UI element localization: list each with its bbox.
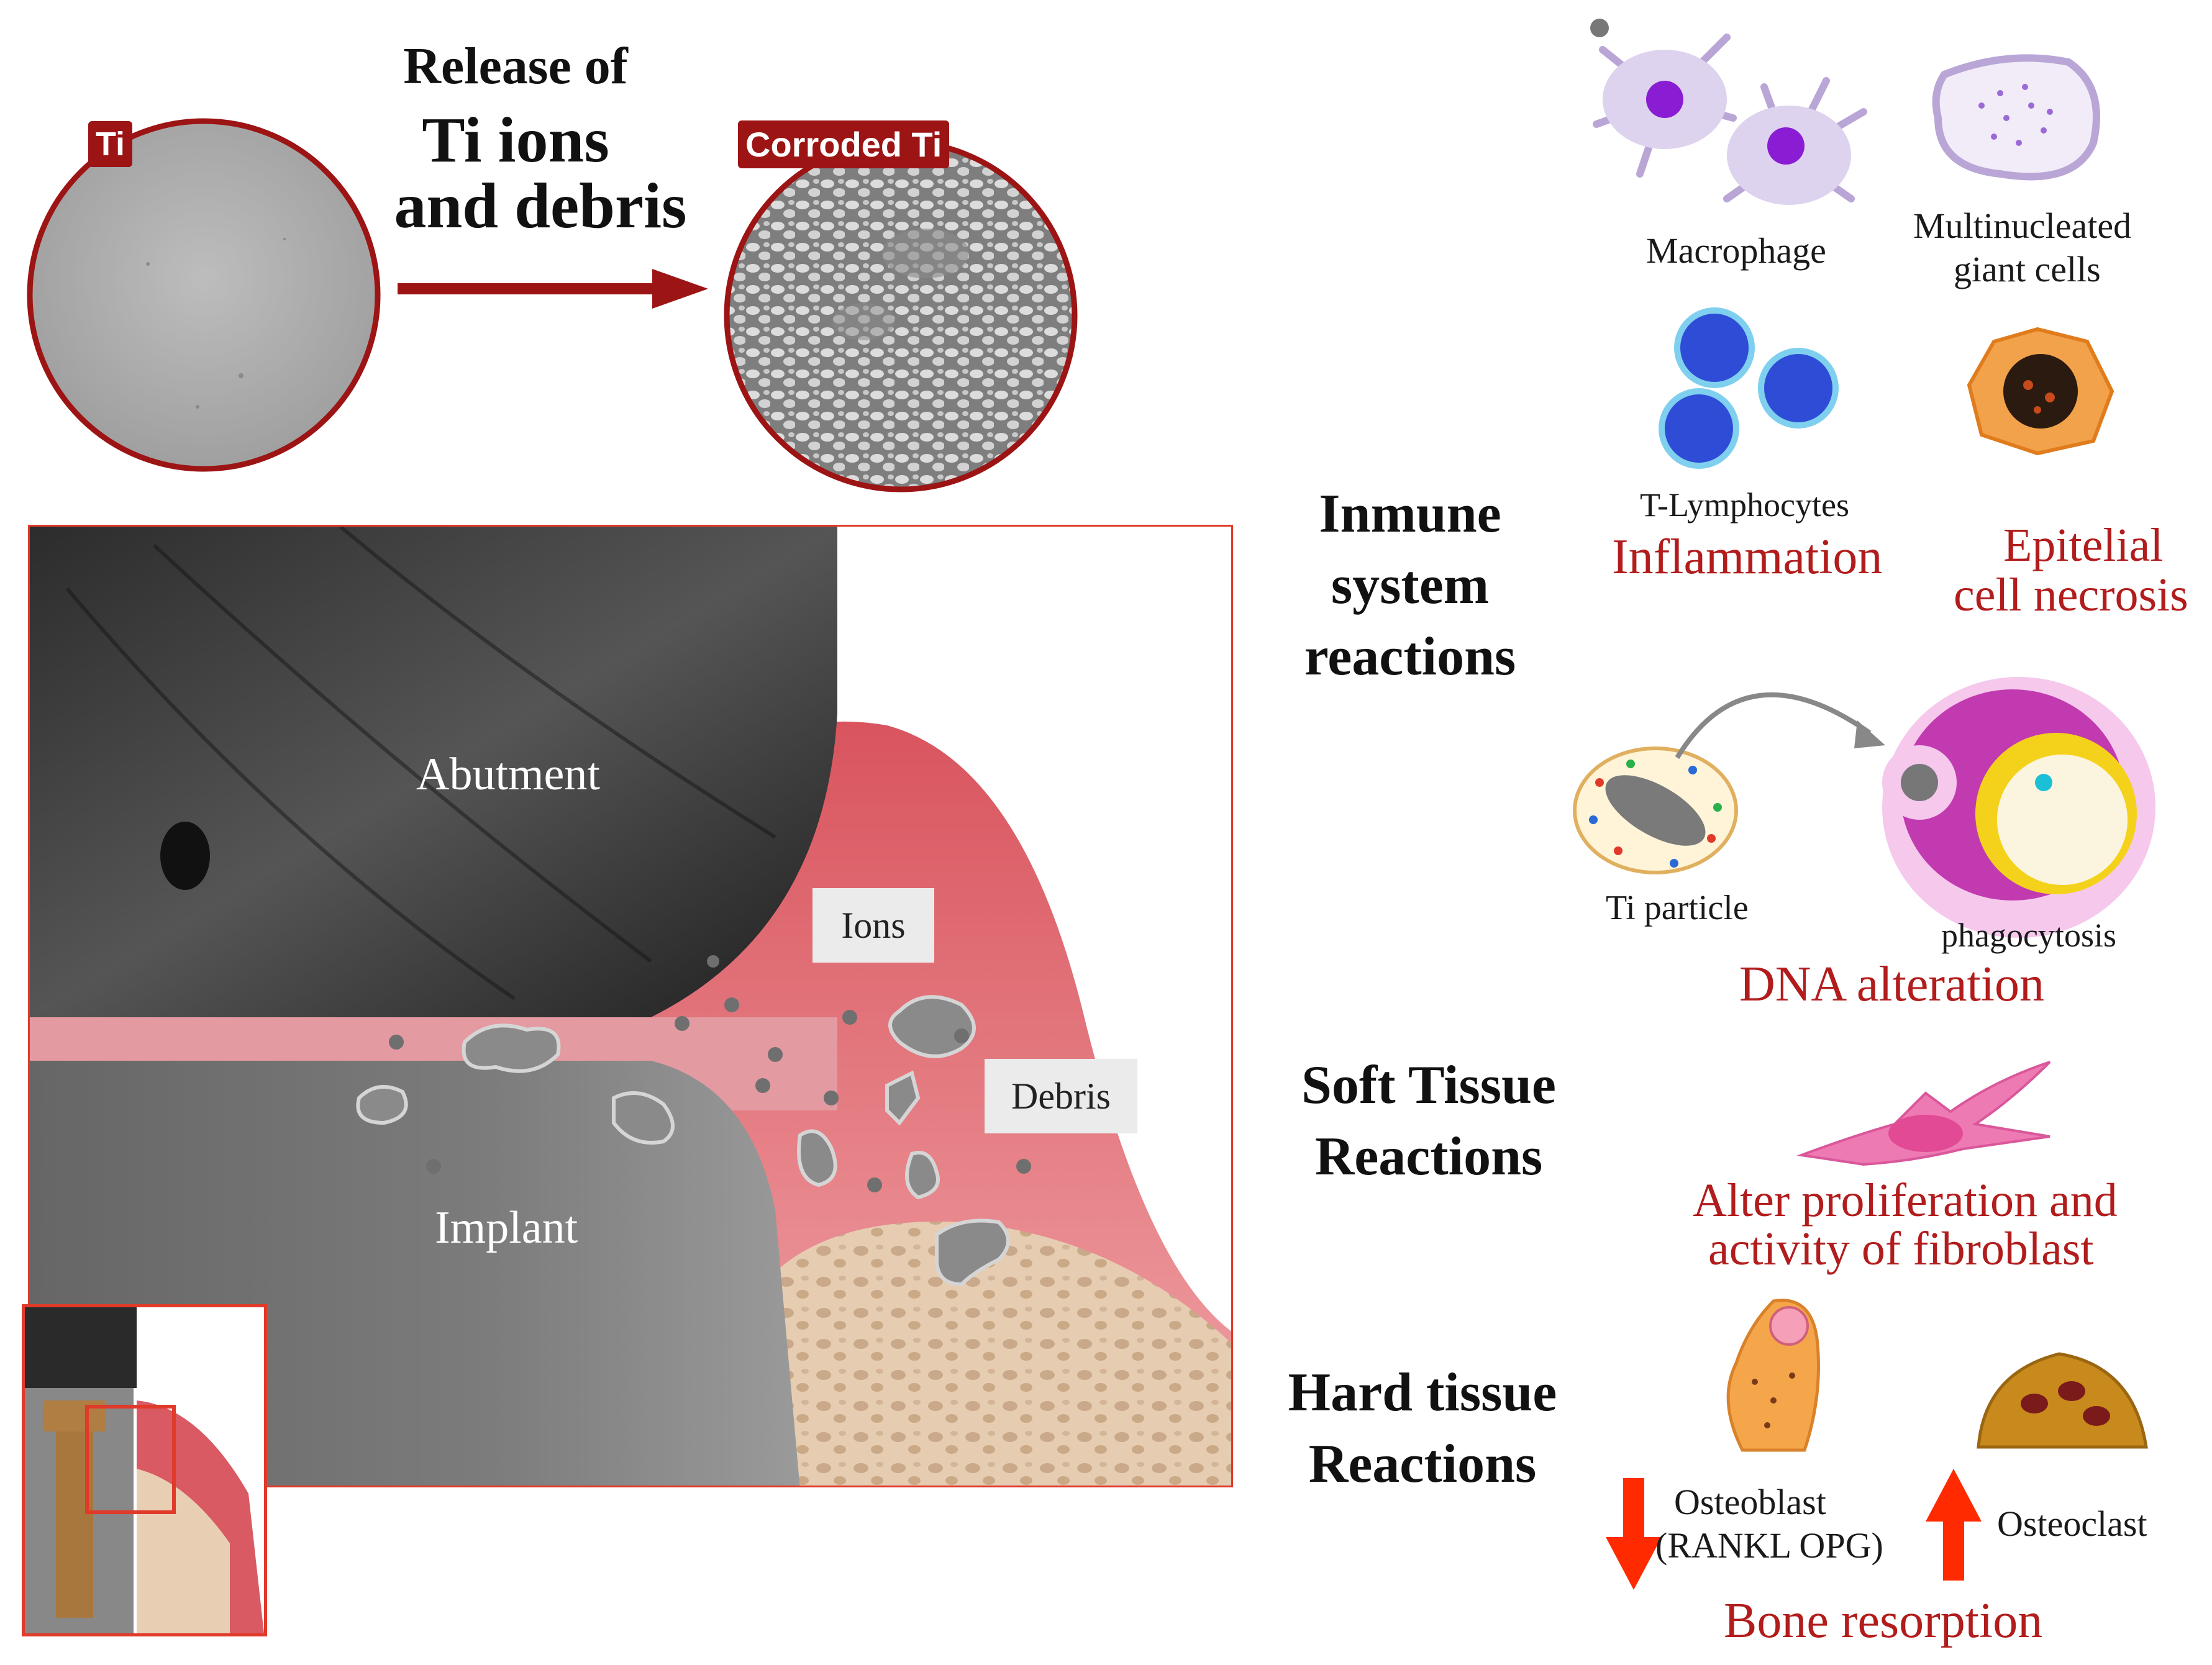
- label-t-lymphocytes: T-Lymphocytes: [1640, 486, 1849, 524]
- ti-particle-icon: [1573, 746, 1738, 874]
- label-fibroblast-l2: activity of fibroblast: [1708, 1223, 2094, 1275]
- arrow-down-icon: [1606, 1478, 1662, 1590]
- heading-soft-l2: Reactions: [1314, 1127, 1543, 1187]
- arrow-up-icon: [1926, 1469, 1982, 1581]
- heading-immune-l3: reactions: [1304, 627, 1516, 687]
- label-fibroblast-l1: Alter proliferation and: [1693, 1174, 2118, 1227]
- label-ions: Ions: [812, 888, 934, 963]
- phagocyte-icon: [1882, 677, 2155, 938]
- label-epitelial-l1: Epitelial: [2003, 519, 2164, 571]
- release-title-line1: Release of: [403, 37, 628, 95]
- label-osteoblast: Osteoblast: [1674, 1482, 1826, 1522]
- label-giant-cells-l2: giant cells: [1954, 249, 2101, 289]
- tag-ti: Ti: [88, 121, 133, 167]
- label-implant: Implant: [435, 1202, 578, 1253]
- release-title-line3: and debris: [394, 170, 687, 242]
- phagocytosis-arrow: [1675, 692, 1885, 760]
- giant-cell-icon: [1932, 54, 2100, 181]
- tag-corroded-ti: Corroded Ti: [738, 120, 950, 168]
- label-phagocytosis: phagocytosis: [1941, 917, 2116, 954]
- heading-soft-l1: Soft Tissue: [1301, 1055, 1556, 1115]
- label-osteoclast: Osteoclast: [1997, 1504, 2147, 1544]
- fibroblast-icon: [1796, 1061, 2051, 1166]
- necrotic-cell-icon: [1967, 327, 2114, 456]
- osteoblast-icon: [1726, 1299, 1820, 1452]
- heading-immune-l2: system: [1331, 555, 1490, 615]
- label-epitelial-l2: cell necrosis: [1954, 569, 2188, 621]
- osteoclast-icon: [1977, 1352, 2148, 1449]
- label-inflammation: Inflammation: [1612, 530, 1883, 584]
- label-ti-particle: Ti particle: [1606, 889, 1749, 927]
- corroded-ti-circle: [721, 135, 1081, 496]
- ti-surface-circle: [24, 115, 384, 475]
- macrophage-icon: [1590, 19, 1867, 205]
- release-arrow: [398, 269, 708, 309]
- implant-scene: [28, 525, 1233, 1487]
- label-macrophage: Macrophage: [1646, 230, 1826, 271]
- heading-immune-l1: Inmune: [1319, 484, 1501, 544]
- label-debris: Debris: [985, 1059, 1137, 1133]
- label-giant-cells-l1: Multinucleated: [1913, 206, 2132, 246]
- release-title-line2: Ti ions: [422, 104, 609, 176]
- implant-inset: [22, 1304, 267, 1636]
- t-lymphocytes-icon: [1659, 307, 1839, 469]
- label-abutment: Abutment: [416, 749, 600, 800]
- heading-hard-l1: Hard tissue: [1288, 1363, 1557, 1423]
- label-rankl-opg: (RANKL OPG): [1655, 1525, 1883, 1566]
- label-dna-alteration: DNA alteration: [1739, 957, 2044, 1012]
- heading-hard-l2: Reactions: [1308, 1434, 1537, 1494]
- label-bone-resorption: Bone resorption: [1724, 1594, 2043, 1648]
